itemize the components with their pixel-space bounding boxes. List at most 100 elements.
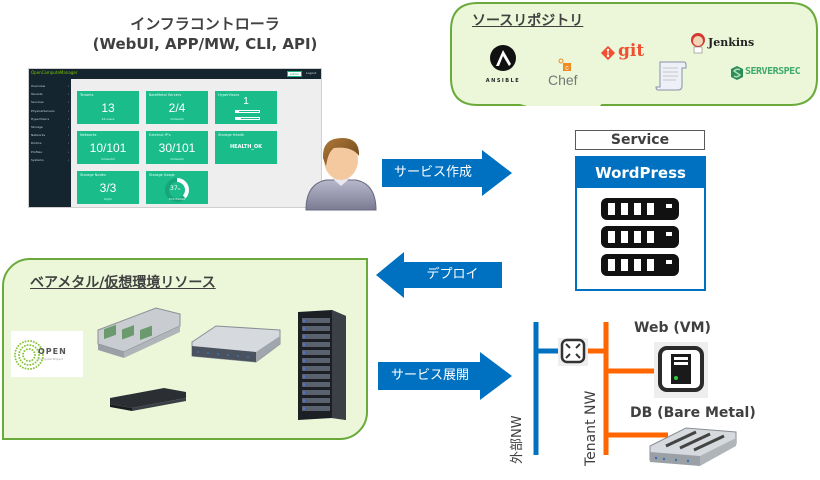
sidebar-item-physicalservers[interactable]: PhysicalServers›	[31, 108, 69, 115]
chevron-right-icon: ›	[67, 100, 69, 105]
ocp-dot	[23, 350, 26, 353]
tile-sub: InUse/All	[170, 117, 184, 121]
ocp-dot	[35, 342, 38, 345]
chevron-right-icon: ›	[67, 116, 69, 121]
tile-sub: Up/In	[104, 197, 112, 201]
sidebar-item-tenants[interactable]: Tenants ›	[31, 91, 69, 98]
dashboard-screenshot: OpenComputeManager admin Logout Overview…	[28, 68, 322, 208]
ocp-dot	[18, 354, 20, 356]
ocp-dot	[15, 360, 18, 363]
sidebar-item-profiles[interactable]: Profiles›	[31, 149, 69, 156]
ocp-dot	[24, 340, 27, 343]
rack-led	[303, 383, 305, 386]
sidebar-item-hypervisors[interactable]: HyperVisors›	[31, 116, 69, 123]
tile-tenants[interactable]: Tenants 13 16 users	[77, 91, 139, 124]
rack-led	[303, 327, 305, 330]
sidebar-item-overview[interactable]: Overview›	[31, 83, 69, 90]
arrow-head	[480, 352, 512, 400]
rack-led	[303, 359, 305, 362]
ocp-dot	[19, 342, 22, 345]
sidebar-item-services[interactable]: Services›	[31, 99, 69, 106]
tile-storage-health[interactable]: Storage Health HEALTH_OK	[215, 131, 277, 164]
web-vm-icon[interactable]	[654, 342, 708, 398]
open-compute-sub: Compute Project	[38, 357, 63, 361]
sidebar-item-storage[interactable]: Storage›	[31, 124, 69, 131]
arrow-service-create: サービス作成	[382, 150, 512, 196]
service-label: Service	[575, 130, 705, 150]
ocp-dot	[36, 348, 39, 351]
web-vm-label: Web (VM)	[634, 320, 711, 336]
storage-server-image	[191, 325, 281, 363]
controller-title-line2: (WebUI, APP/MW, CLI, API)	[92, 35, 318, 53]
hypervisor-bar-2	[235, 117, 260, 120]
ocp-dot	[41, 351, 44, 354]
sidebar-item-networks[interactable]: Networks›	[31, 132, 69, 139]
jenkins-label: Jenkins	[708, 36, 755, 49]
external-nw-label: 外部NW	[510, 415, 525, 464]
sidebar-item-label: Distros	[31, 141, 42, 146]
db-baremetal-label: DB (Bare Metal)	[630, 405, 756, 421]
open-compute-icon	[14, 340, 44, 370]
ocp-dot	[19, 348, 22, 351]
tile-storage-nodes[interactable]: Storage Nodes 3/3 Up/In	[77, 171, 139, 204]
tile-title: HyperVisors	[218, 93, 240, 97]
ocp-dot	[41, 356, 44, 359]
tile-title: Storage Health	[218, 133, 245, 137]
tile-storage-usage[interactable]: Storage Usage 37% 107/290GB	[146, 171, 208, 204]
sidebar-item-distros[interactable]: Distros›	[31, 140, 69, 147]
ocp-dot	[32, 367, 35, 370]
ocp-dot	[26, 344, 29, 347]
ocp-dot	[14, 352, 17, 355]
service-wordpress-box[interactable]: WordPress	[575, 156, 706, 291]
sidebar-item-systems[interactable]: Systems›	[31, 157, 69, 164]
ansible-icon	[490, 45, 516, 71]
controller-title: インフラコントローラ (WebUI, APP/MW, CLI, API)	[40, 14, 370, 54]
tile-baremetal-servers[interactable]: BareMetal Servers 2/4 InUse/All	[146, 91, 208, 124]
tile-hypervisors[interactable]: HyperVisors 1	[215, 91, 277, 124]
tile-value: 1	[243, 96, 249, 107]
chevron-right-icon: ›	[67, 157, 69, 162]
arrow-head	[376, 252, 404, 298]
ocp-dot	[39, 346, 42, 349]
rack-unit	[302, 358, 330, 363]
ocp-dot	[34, 354, 36, 356]
rack-unit	[302, 350, 330, 355]
ocp-dot	[14, 355, 17, 358]
storage-usage-value: 37%	[170, 185, 181, 192]
tile-value: 13	[101, 101, 115, 115]
tile-external-ips[interactable]: External IP's 30/101 InUse/All	[146, 131, 208, 164]
ocp-dot	[14, 349, 17, 352]
open-compute-logo	[11, 331, 83, 377]
tile-value: HEALTH_OK	[229, 144, 263, 150]
baremetal-resources-title: ベアメタル/仮想環境リソース	[30, 275, 216, 291]
network-switch-image	[110, 388, 186, 411]
ocp-dot	[34, 361, 37, 364]
chevron-right-icon: ›	[67, 92, 69, 97]
rack-unit	[302, 382, 330, 387]
tenant-nw-label: Tenant NW	[583, 390, 599, 466]
tile-networks[interactable]: Networks 10/101 InUse/All	[77, 131, 139, 164]
ocp-dot	[30, 367, 33, 370]
logout-link[interactable]: Logout	[306, 71, 317, 75]
hypervisor-bar-1	[235, 110, 260, 113]
sidebar-item-label: PhysicalServers	[31, 108, 55, 113]
arrow-head	[482, 150, 512, 196]
ocp-dot	[23, 344, 26, 347]
db-baremetal-server-image[interactable]	[646, 424, 740, 470]
sidebar-item-label: Tenants	[31, 92, 43, 97]
arrow-label: デプロイ	[403, 262, 502, 288]
router-icon	[558, 338, 588, 366]
chevron-right-icon: ›	[67, 133, 69, 138]
server-rack-image	[298, 310, 346, 420]
ocp-dot	[22, 355, 25, 358]
chevron-right-icon: ›	[67, 84, 69, 88]
admin-button[interactable]: admin	[287, 71, 302, 77]
ocp-dot	[19, 359, 22, 362]
ocp-dot	[40, 348, 43, 351]
ocp-dot	[23, 357, 26, 360]
dashboard-topbar: OpenComputeManager admin Logout	[29, 69, 321, 79]
ocp-dot	[26, 363, 29, 366]
ocp-dot	[14, 358, 17, 361]
arrow-service-expand: サービス展開	[378, 352, 512, 400]
ocp-dot	[37, 364, 40, 367]
